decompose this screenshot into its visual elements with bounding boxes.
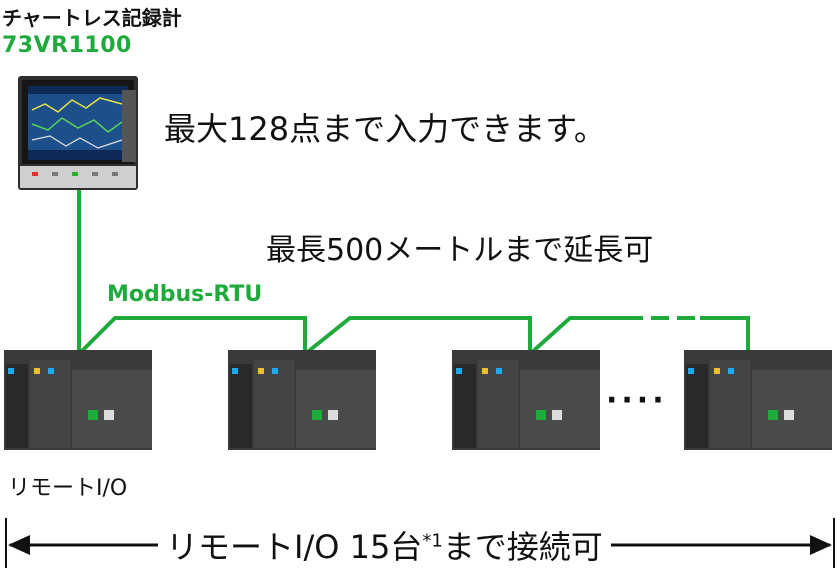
product-type-title: チャートレス記録計 bbox=[2, 6, 182, 30]
connection-limit-main: リモートI/O 15台 bbox=[166, 528, 423, 566]
bus-segment-4 bbox=[700, 316, 750, 354]
chartless-recorder bbox=[18, 76, 138, 190]
model-number: 73VR1100 bbox=[2, 33, 132, 58]
ellipsis-marker: ···· bbox=[606, 383, 668, 418]
connection-limit-tail: まで接続可 bbox=[442, 528, 603, 566]
arrow-right-icon bbox=[810, 535, 832, 555]
extension-callout: 最長500メートルまで延長可 bbox=[266, 233, 654, 268]
modbus-wiring bbox=[77, 190, 750, 356]
remote-io-label: リモートI/O bbox=[8, 476, 128, 501]
remote-io-unit-2 bbox=[228, 350, 376, 450]
bus-segment-1 bbox=[77, 316, 307, 356]
connection-limit-label: リモートI/O 15台*1まで接続可 bbox=[158, 522, 611, 568]
bus-segment-2 bbox=[303, 316, 532, 356]
recorder-screen bbox=[28, 86, 128, 160]
arrow-left-icon bbox=[8, 535, 30, 555]
recorder-key-panel bbox=[20, 166, 136, 188]
remote-io-unit-4 bbox=[684, 350, 832, 450]
remote-io-unit-3 bbox=[452, 350, 600, 450]
footnote-marker: *1 bbox=[422, 530, 443, 552]
bus-segment-3 bbox=[528, 316, 625, 356]
remote-io-unit-1 bbox=[4, 350, 152, 450]
input-capacity-callout: 最大128点まで入力できます。 bbox=[164, 110, 606, 148]
protocol-label: Modbus-RTU bbox=[107, 282, 263, 307]
